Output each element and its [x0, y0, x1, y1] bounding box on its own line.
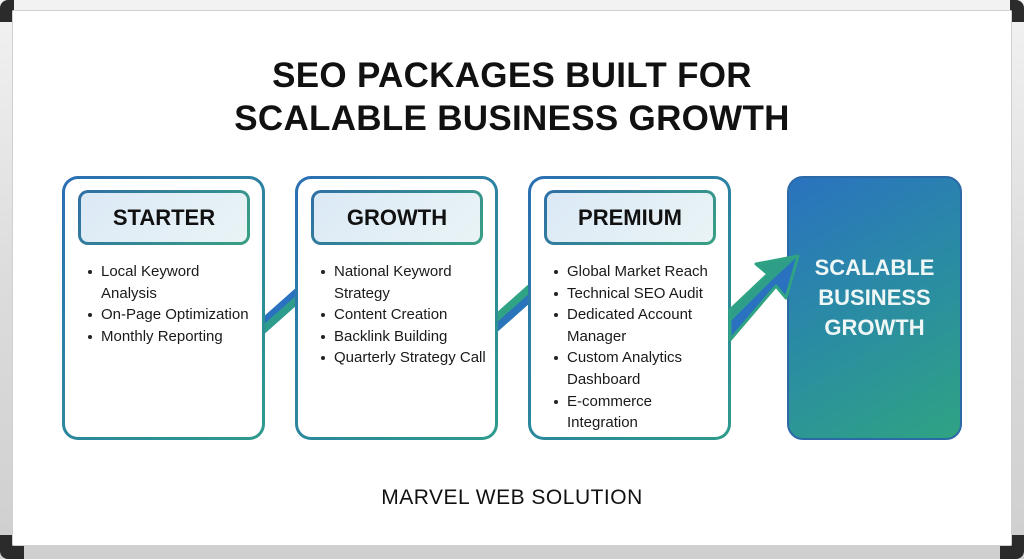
goal-line-1: SCALABLE [814, 255, 935, 280]
feature-item: National Keyword Strategy [321, 261, 489, 304]
feature-list-starter: Local Keyword Analysis On-Page Optimizat… [85, 261, 256, 347]
goal-line-2: BUSINESS [818, 285, 931, 310]
frame-corner-top-left [0, 0, 14, 22]
title-line-2: SCALABLE BUSINESS GROWTH [234, 99, 790, 138]
connector-arrow-growth-premium [495, 282, 531, 334]
goal-label: SCALABLE BUSINESS GROWTH [815, 253, 935, 343]
feature-item: Quarterly Strategy Call [321, 347, 489, 369]
feature-item: Technical SEO Audit [554, 283, 722, 305]
feature-list-premium: Global Market Reach Technical SEO Audit … [551, 261, 722, 434]
package-header-premium: PREMIUM [544, 190, 716, 245]
feature-item: E-commerce Integration [554, 391, 722, 434]
package-card-growth: GROWTH National Keyword Strategy Content… [295, 176, 498, 440]
brand-footer: MARVEL WEB SOLUTION [381, 486, 643, 509]
title-line-1: SEO PACKAGES BUILT FOR [272, 56, 752, 95]
frame-corner-top-right [1010, 0, 1024, 22]
feature-item: Dedicated Account Manager [554, 304, 722, 347]
connector-arrow-starter-growth [262, 286, 298, 336]
feature-item: Custom Analytics Dashboard [554, 347, 722, 390]
package-card-premium: PREMIUM Global Market Reach Technical SE… [528, 176, 731, 440]
goal-line-3: GROWTH [824, 315, 925, 340]
feature-item: Global Market Reach [554, 261, 722, 283]
feature-item: Local Keyword Analysis [88, 261, 256, 304]
feature-item: Monthly Reporting [88, 326, 256, 348]
feature-item: Backlink Building [321, 326, 489, 348]
package-card-starter: STARTER Local Keyword Analysis On-Page O… [62, 176, 265, 440]
page-title: SEO PACKAGES BUILT FOR SCALABLE BUSINESS… [0, 54, 1024, 140]
package-header-starter: STARTER [78, 190, 250, 245]
package-header-growth: GROWTH [311, 190, 483, 245]
feature-list-growth: National Keyword Strategy Content Creati… [318, 261, 489, 369]
feature-item: On-Page Optimization [88, 304, 256, 326]
scalable-growth-box: SCALABLE BUSINESS GROWTH [787, 176, 962, 440]
feature-item: Content Creation [321, 304, 489, 326]
rising-arrow-icon [728, 254, 800, 342]
